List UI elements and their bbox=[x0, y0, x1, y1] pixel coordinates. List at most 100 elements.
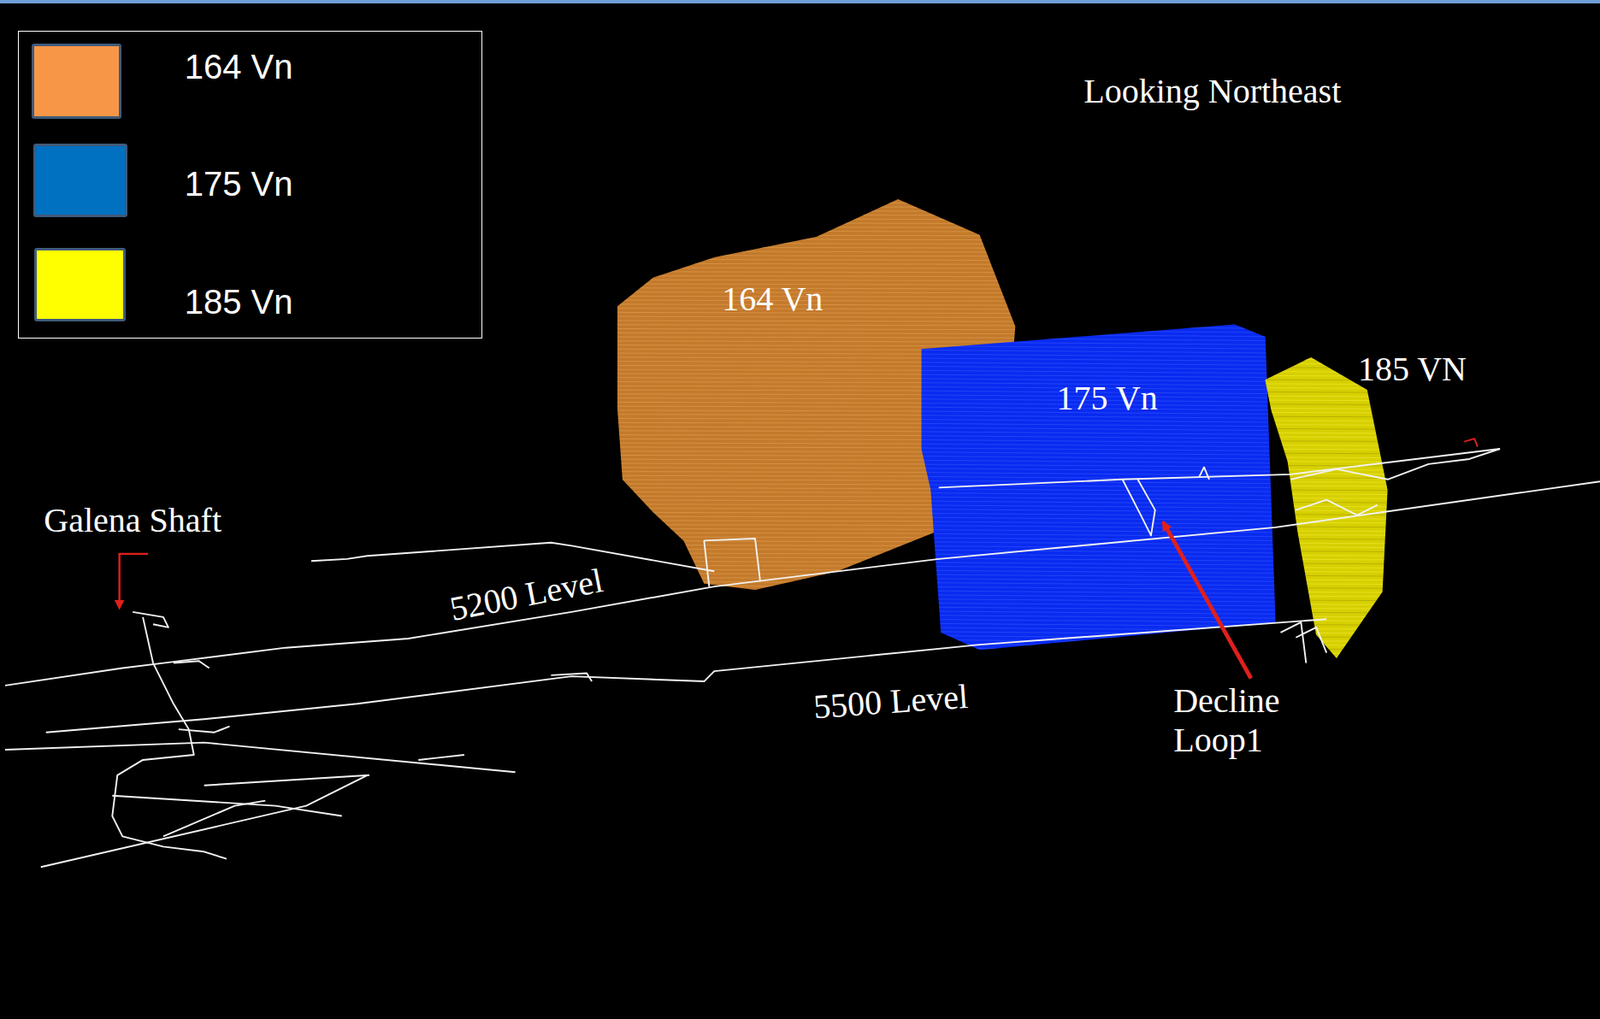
vein-stripe bbox=[1263, 550, 1490, 552]
vein-stripe bbox=[918, 472, 1282, 476]
vein-stripe bbox=[918, 561, 1282, 566]
vein-stripe bbox=[918, 321, 1282, 325]
vein-stripe bbox=[1263, 632, 1490, 634]
vein-stripe bbox=[918, 558, 1282, 562]
vein-stripe bbox=[1263, 347, 1490, 349]
vein-stripe bbox=[612, 201, 1021, 203]
vein-stripe bbox=[1263, 497, 1490, 499]
vein-stripe bbox=[1263, 612, 1490, 614]
vein-stripe bbox=[1263, 640, 1490, 642]
vein-stripe bbox=[918, 358, 1282, 362]
vein-stripe bbox=[918, 354, 1282, 358]
vein-stripe bbox=[918, 439, 1282, 443]
vein-stripe bbox=[1263, 407, 1490, 409]
vein-stripe bbox=[612, 242, 1021, 244]
vein-stripe bbox=[918, 505, 1282, 509]
vein-stripe bbox=[918, 648, 1282, 652]
vein-stripe bbox=[1263, 457, 1490, 459]
vein-stripe bbox=[1263, 490, 1490, 491]
vein-texture bbox=[918, 321, 1282, 654]
vein-stripe bbox=[1263, 661, 1490, 662]
vein-stripe bbox=[918, 590, 1282, 595]
vein-stripe bbox=[918, 639, 1282, 644]
vein-stripe bbox=[612, 230, 1021, 232]
vein-stripe bbox=[612, 332, 1021, 334]
vein-stripe bbox=[1263, 513, 1490, 515]
vein-stripe bbox=[1263, 644, 1490, 646]
vein-stripe bbox=[918, 602, 1282, 607]
vein-stripe bbox=[918, 423, 1282, 427]
vein-stripe bbox=[1263, 395, 1490, 397]
top-bar bbox=[0, 0, 1600, 4]
vein-stripe bbox=[1263, 444, 1490, 446]
vein-stripe bbox=[918, 525, 1282, 530]
vein-stripe bbox=[612, 328, 1021, 330]
vein-stripe bbox=[1263, 416, 1490, 418]
vein-stripe bbox=[1263, 404, 1490, 406]
vein-stripe bbox=[918, 508, 1282, 513]
vein-stripe bbox=[1263, 559, 1490, 561]
vein-stripe bbox=[1263, 596, 1490, 597]
vein-stripe bbox=[612, 324, 1021, 325]
vein-stripe bbox=[1263, 584, 1490, 585]
vein-175-solid: 175 Vn bbox=[918, 321, 1282, 654]
vein-stripe bbox=[918, 370, 1282, 374]
vein-stripe bbox=[918, 582, 1282, 586]
vein-stripe bbox=[1263, 424, 1490, 426]
vein-stripe bbox=[1263, 656, 1490, 658]
legend-swatch bbox=[33, 143, 128, 218]
vein-stripe bbox=[918, 342, 1282, 346]
vein-stripe bbox=[1263, 412, 1490, 414]
vein-stripe bbox=[612, 271, 1021, 272]
vein-stripe bbox=[918, 366, 1282, 370]
vein-stripe bbox=[612, 263, 1021, 265]
vein-stripe bbox=[1263, 391, 1490, 393]
vein-stripe bbox=[1263, 563, 1490, 565]
callout-text: Decline Loop1 bbox=[1173, 681, 1336, 761]
vein-stripe bbox=[612, 259, 1021, 260]
vein-stripe bbox=[918, 448, 1282, 452]
vein-stripe bbox=[612, 222, 1021, 224]
vein-stripe bbox=[918, 468, 1282, 473]
vein-label: 175 Vn bbox=[1056, 377, 1158, 419]
vein-stripe bbox=[918, 489, 1282, 493]
vein-stripe bbox=[918, 627, 1282, 632]
vein-stripe bbox=[1263, 538, 1490, 540]
vein-label: 185 VN bbox=[1357, 348, 1467, 390]
legend-text: 185 Vn bbox=[184, 283, 294, 322]
vein-stripe bbox=[918, 337, 1282, 342]
vein-stripe bbox=[918, 333, 1282, 337]
vein-stripe bbox=[1263, 448, 1490, 450]
vein-stripe bbox=[612, 238, 1021, 240]
legend-box: 164 Vn175 Vn185 Vn bbox=[17, 30, 483, 339]
vein-stripe bbox=[612, 344, 1021, 346]
level-name: 5500 Level bbox=[808, 676, 974, 727]
vein-stripe bbox=[918, 533, 1282, 538]
vein-stripe bbox=[612, 251, 1021, 253]
vein-stripe bbox=[918, 595, 1282, 599]
vein-stripe bbox=[1263, 428, 1490, 430]
vein-stripe bbox=[1263, 436, 1490, 438]
vein-stripe bbox=[918, 443, 1282, 448]
vein-stripe bbox=[918, 452, 1282, 456]
vein-stripe bbox=[612, 267, 1021, 269]
vein-stripe bbox=[918, 566, 1282, 570]
view-direction: Looking Northeast bbox=[1083, 71, 1341, 112]
vein-stripe bbox=[918, 431, 1282, 436]
vein-stripe bbox=[1263, 530, 1490, 532]
vein-stripe bbox=[1263, 400, 1490, 402]
vein-stripe bbox=[612, 197, 1021, 199]
vein-stripe bbox=[918, 651, 1282, 653]
vein-stripe bbox=[612, 320, 1021, 322]
vein-stripe bbox=[918, 419, 1282, 423]
vein-stripe bbox=[1263, 420, 1490, 422]
vein-stripe bbox=[612, 341, 1021, 343]
vein-stripe bbox=[1263, 628, 1490, 630]
vein-stripe bbox=[612, 226, 1021, 228]
vein-stripe bbox=[918, 345, 1282, 349]
vein-stripe bbox=[918, 513, 1282, 517]
vein-stripe bbox=[918, 329, 1282, 333]
vein-stripe bbox=[1263, 608, 1490, 609]
